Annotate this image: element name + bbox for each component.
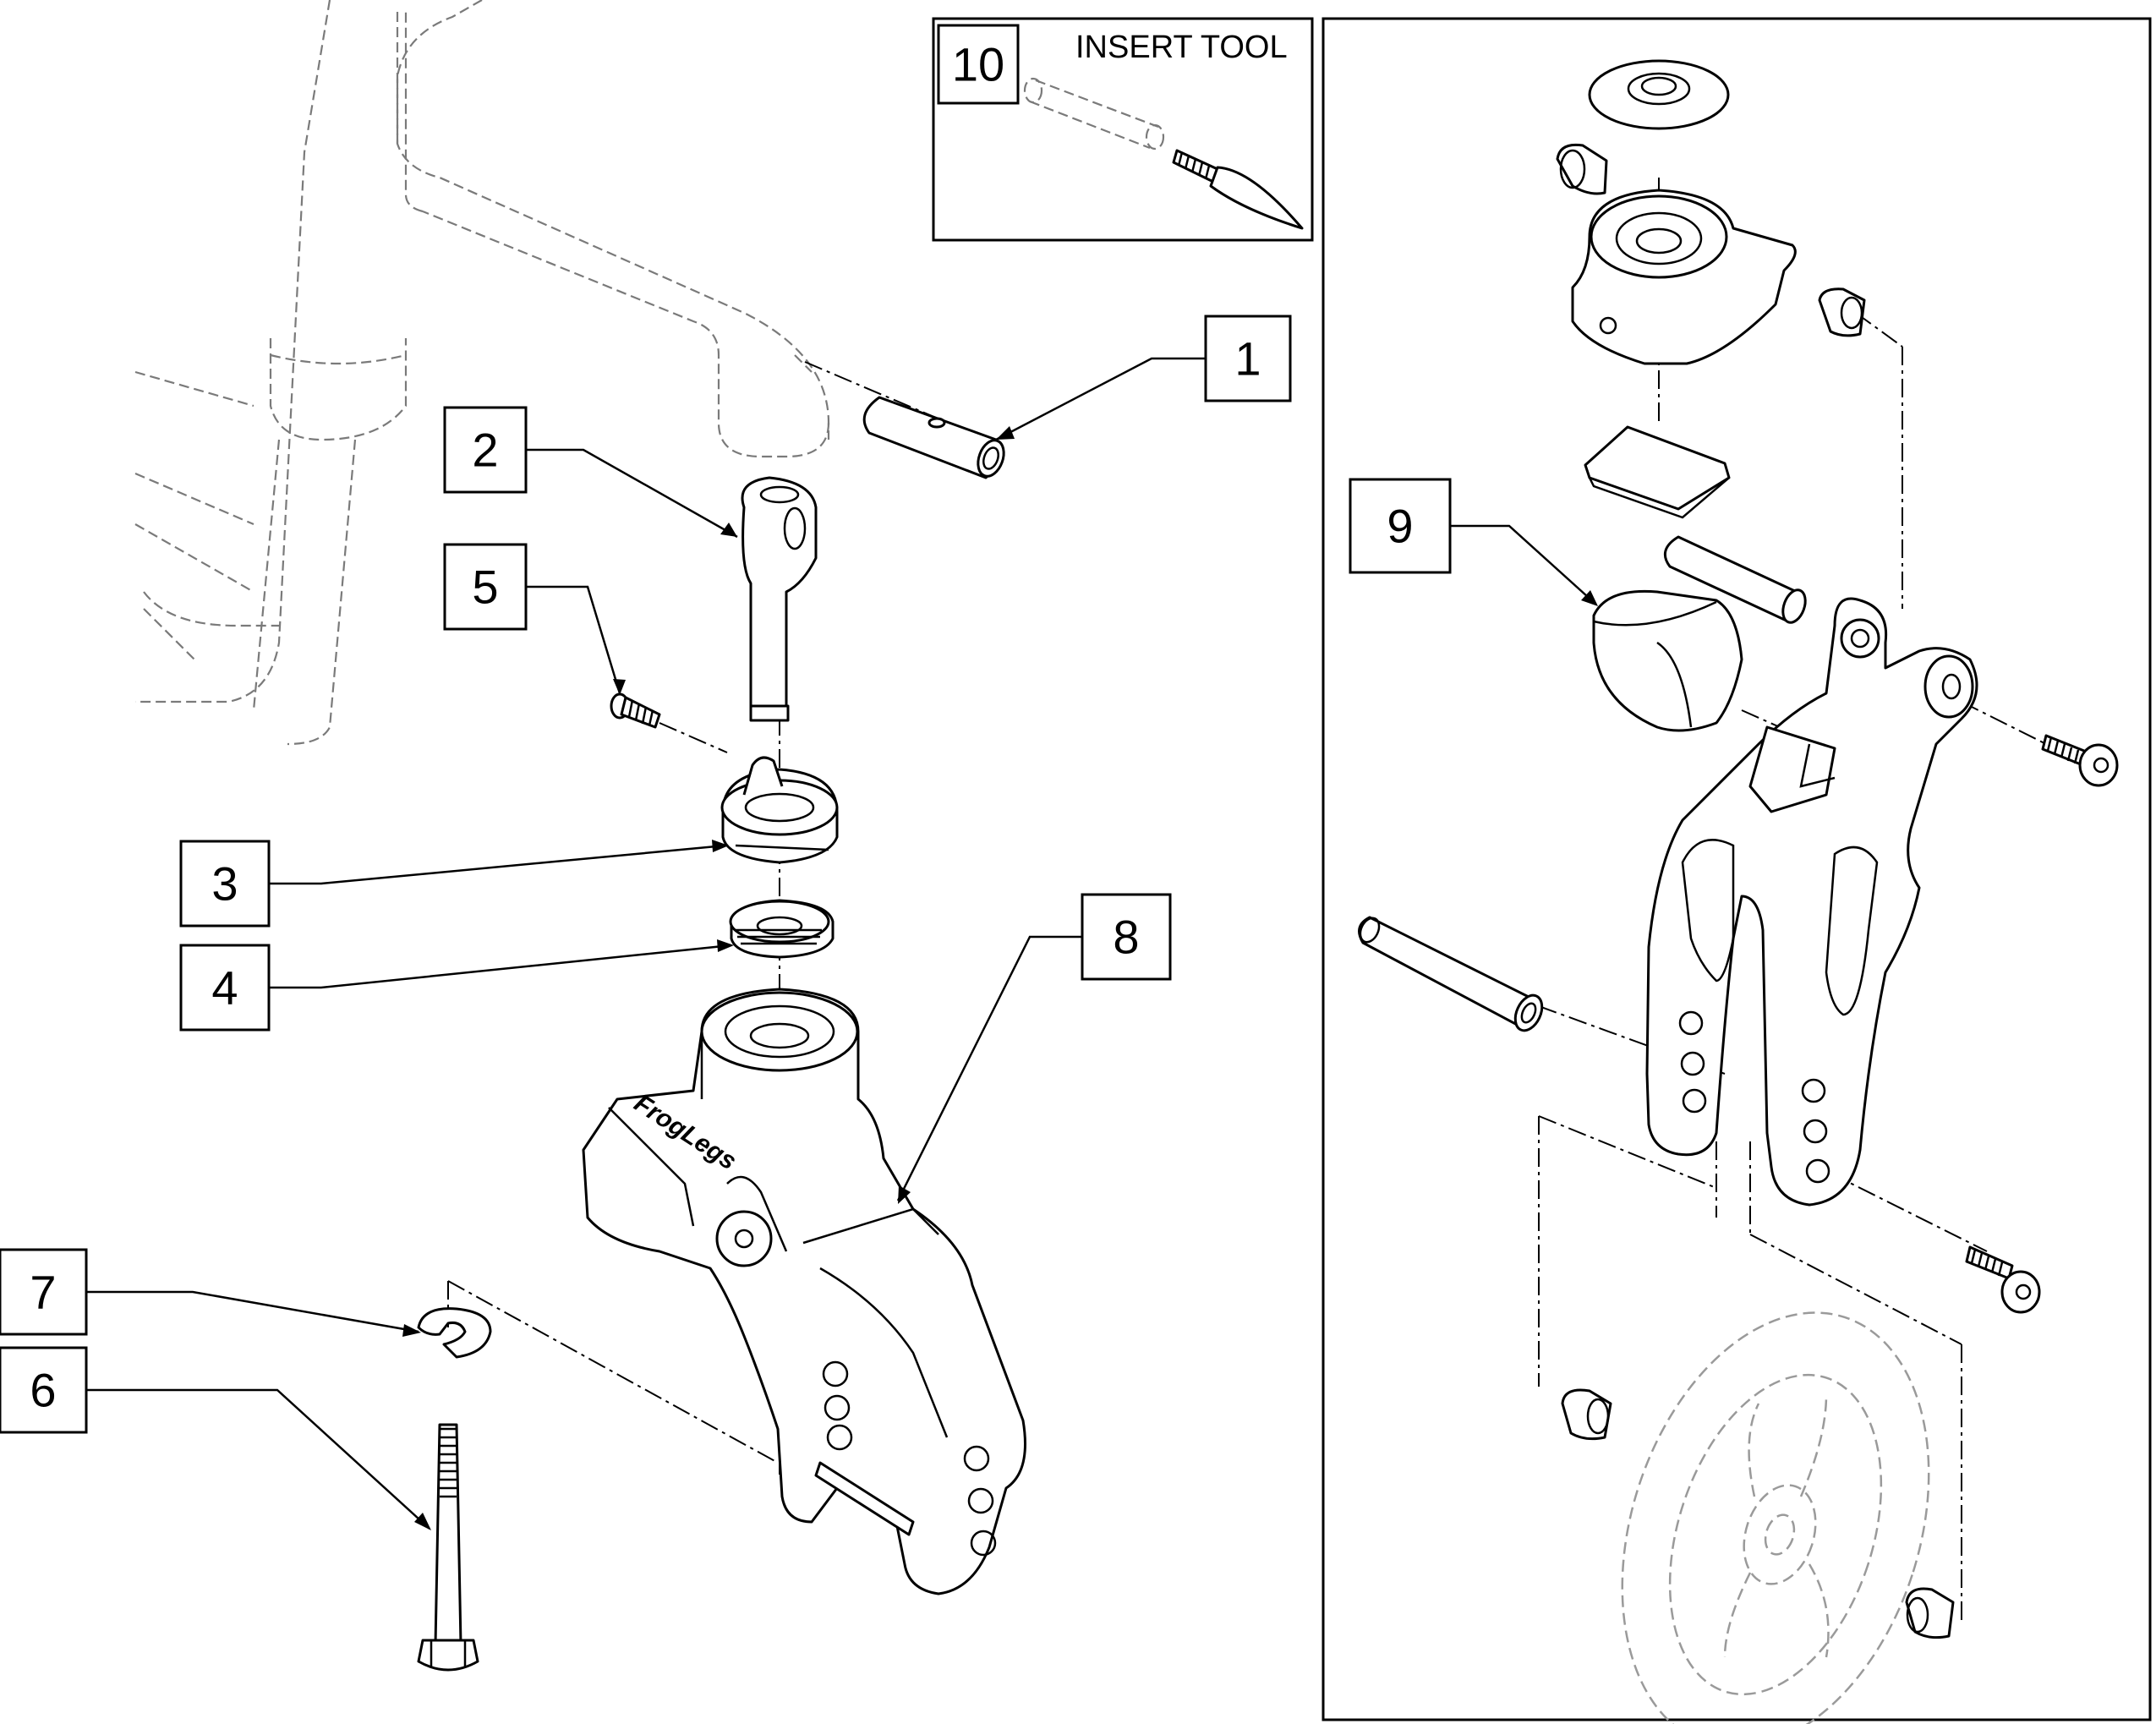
- part-4-serrated-washer: [729, 899, 834, 959]
- ghost-wheelchair-frame: [134, 0, 830, 746]
- callout-9-label: 9: [1387, 500, 1413, 553]
- detail-bearing-housing: [1571, 189, 1797, 365]
- callout-6: 6: [0, 1346, 88, 1434]
- callout-8-label: 8: [1113, 911, 1139, 964]
- assembly-detail-panel: [1322, 17, 2152, 1721]
- detail-caster-wheel: [1621, 1311, 1930, 1724]
- part-6-axle-bolt: [417, 1423, 479, 1672]
- callout-5: 5: [443, 543, 528, 631]
- callout-4: 4: [179, 944, 271, 1032]
- callout-1: 1: [1204, 315, 1292, 402]
- part-3-clamp-washer: [720, 756, 839, 864]
- callout-1-label: 1: [1234, 332, 1261, 386]
- callout-5-label: 5: [472, 561, 498, 614]
- part-8-caster-fork: FrogLegs: [582, 988, 1026, 1595]
- insert-tool-title: INSERT TOOL: [1075, 30, 1288, 65]
- part-7-e-clip: [417, 1307, 492, 1359]
- detail-rubber-pad: [1584, 425, 1731, 519]
- insert-tool-sleeve: [1023, 77, 1165, 151]
- callout-2: 2: [443, 406, 528, 494]
- callout-3: 3: [179, 840, 271, 928]
- part-9-bumper-block: [1592, 589, 1743, 732]
- callout-6-label: 6: [30, 1364, 56, 1417]
- detail-spacer-left: [1561, 1388, 1612, 1441]
- callout-10: 10: [937, 24, 1020, 105]
- callout-7: 7: [0, 1248, 88, 1336]
- part-2-caster-stem: [741, 476, 818, 722]
- leader-lines: [86, 357, 1598, 1530]
- detail-swing-arm: [1645, 597, 1978, 1207]
- callout-9: 9: [1349, 478, 1452, 574]
- insert-tool-screw: [1172, 149, 1304, 230]
- callout-4-label: 4: [211, 961, 238, 1015]
- detail-spacer-right: [1905, 1587, 1955, 1639]
- detail-top-cap: [1588, 59, 1730, 130]
- detail-bushing-right: [1818, 287, 1866, 337]
- callout-7-label: 7: [30, 1266, 56, 1319]
- detail-bolt-upper: [2041, 734, 2119, 787]
- callout-8: 8: [1081, 893, 1172, 981]
- part-5-set-screw: [610, 692, 661, 729]
- detail-pivot-pin: [1663, 535, 1807, 624]
- callout-3-label: 3: [211, 857, 238, 911]
- insert-tool-panel: INSERT TOOL: [932, 17, 1314, 242]
- insert-tool-frame: [932, 17, 1314, 242]
- callout-2-label: 2: [472, 424, 498, 477]
- detail-bolt-lower: [1965, 1245, 2041, 1314]
- part-1-axle-pin: [862, 396, 1005, 479]
- detail-bushing-top: [1556, 143, 1608, 195]
- callout-10-label: 10: [952, 38, 1004, 91]
- detail-axle-sleeve: [1358, 916, 1544, 1032]
